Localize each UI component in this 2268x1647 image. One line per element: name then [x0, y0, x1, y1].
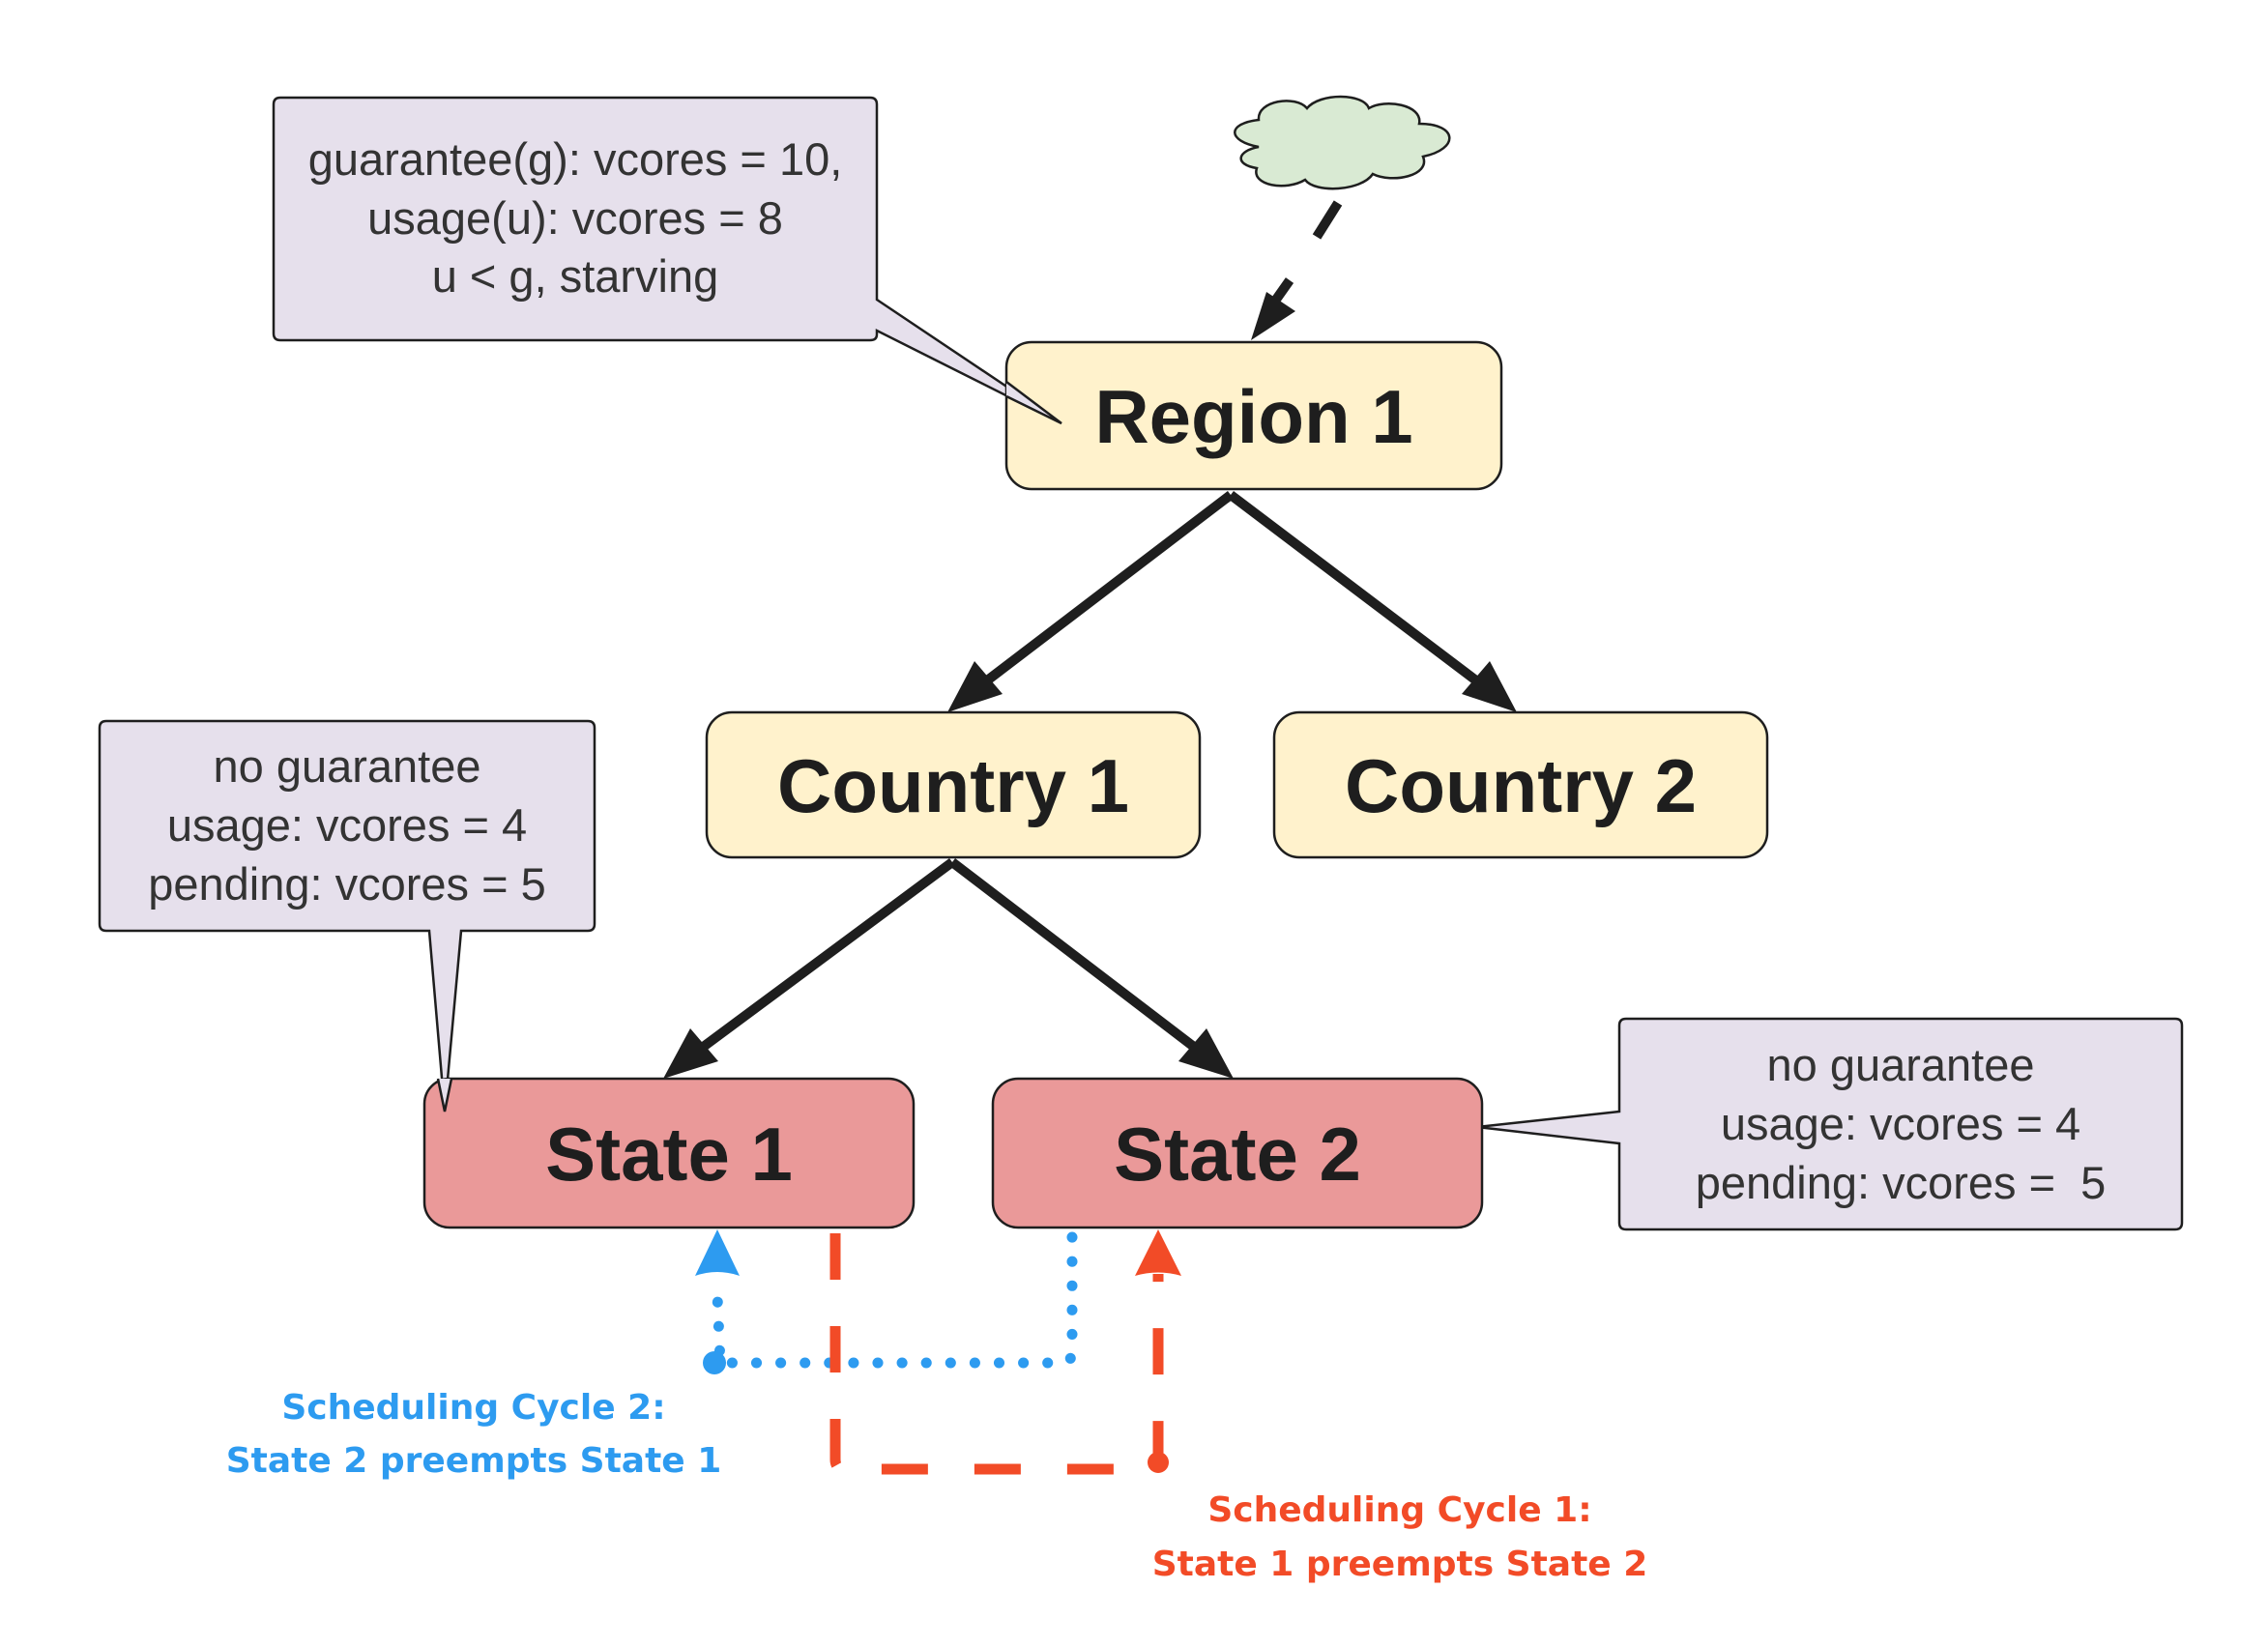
callout-state1-line-1: no guarantee [213, 740, 480, 792]
callout-region: guarantee(g): vcores = 10, usage(u): vco… [272, 96, 1062, 425]
cycle2-start-dot-icon [703, 1351, 726, 1374]
callout-region-line-2: usage(u): vcores = 8 [367, 192, 783, 244]
callout-state1-line-2: usage: vcores = 4 [167, 799, 527, 851]
arrowhead-icon [1178, 1028, 1234, 1079]
cycle1-arrowhead-icon [1135, 1229, 1181, 1276]
arrowhead-icon [663, 1028, 718, 1079]
cycle1-label-line-1: Scheduling Cycle 1: [1207, 1490, 1591, 1530]
arrowhead-icon [1251, 292, 1295, 340]
callout-state1-line-3: pending: vcores = 5 [148, 858, 546, 910]
node-region1[interactable]: Region 1 [1004, 340, 1503, 491]
cycle1-label: Scheduling Cycle 1: State 1 preempts Sta… [1152, 1490, 1648, 1584]
cycle1-end-dot-icon [1148, 1452, 1169, 1473]
cycle2-arrowhead-icon [695, 1229, 740, 1276]
edge-region1-to-country1 [947, 491, 1235, 712]
cycle2-label: Scheduling Cycle 2: State 2 preempts Sta… [226, 1388, 722, 1481]
callout-state2-line-3: pending: vcores = 5 [1696, 1157, 2107, 1208]
callout-tail-outline [1005, 381, 1062, 425]
arrowhead-icon [1462, 661, 1517, 712]
callout-state2-line-1: no guarantee [1766, 1039, 2034, 1090]
node-region1-label: Region 1 [1094, 374, 1412, 459]
cycle2-label-line-2: State 2 preempts State 1 [226, 1441, 722, 1481]
node-state1-label: State 1 [545, 1112, 793, 1197]
node-state2[interactable]: State 2 [991, 1077, 1484, 1229]
edge-region1-to-country2 [1227, 491, 1517, 712]
callout-state2-line-2: usage: vcores = 4 [1721, 1098, 2080, 1149]
callout-region-line-1: guarantee(g): vcores = 10, [308, 133, 843, 185]
node-state2-label: State 2 [1114, 1112, 1361, 1197]
node-country1[interactable]: Country 1 [705, 710, 1202, 859]
cycle2-label-line-1: Scheduling Cycle 2: [281, 1388, 665, 1428]
callout-tail-outline [436, 1078, 453, 1112]
arrowhead-icon [947, 661, 1003, 712]
callout-state1: no guarantee usage: vcores = 4 pending: … [98, 719, 596, 1112]
node-country2-label: Country 2 [1345, 743, 1697, 828]
callout-tail [438, 1079, 451, 1112]
cloud-icon [1234, 95, 1451, 190]
cycle1-label-line-2: State 1 preempts State 2 [1152, 1545, 1648, 1584]
edge-country1-to-state2 [948, 858, 1234, 1079]
edge-cycle2-state2-to-state1 [695, 1229, 1078, 1374]
edge-cycle1-state1-to-state2 [829, 1229, 1181, 1475]
node-country1-label: Country 1 [777, 743, 1129, 828]
edge-country1-to-state1 [663, 857, 955, 1079]
node-country2[interactable]: Country 2 [1272, 710, 1769, 859]
callout-region-line-3: u < g, starving [432, 250, 719, 302]
callout-state2: no guarantee usage: vcores = 4 pending: … [1476, 1017, 2184, 1231]
node-state1[interactable]: State 1 [422, 1077, 916, 1229]
edge-cloud-to-region1 [1251, 200, 1343, 340]
